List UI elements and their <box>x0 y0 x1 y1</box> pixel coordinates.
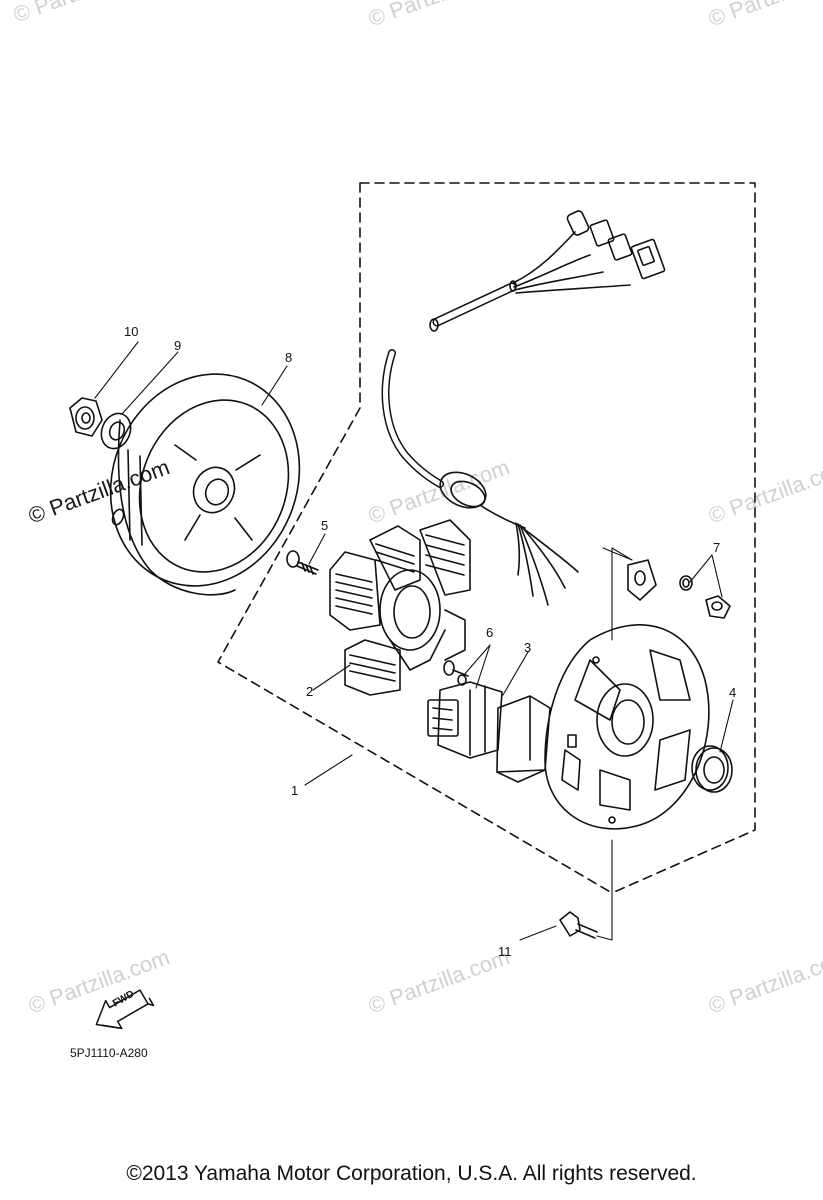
pickup-coil <box>427 681 503 759</box>
lighting-coil <box>496 695 551 783</box>
screw-11 <box>559 911 598 939</box>
rotor-flywheel <box>109 373 301 596</box>
callout-4: 4 <box>729 685 737 700</box>
callout-3: 3 <box>524 640 532 655</box>
callout-7: 7 <box>713 540 721 555</box>
stator-assembly <box>329 519 471 696</box>
oil-seal <box>691 745 733 793</box>
fwd-arrow-icon <box>95 989 155 1030</box>
diagram-code: 5PJ1110-A280 <box>70 1046 148 1060</box>
screw-5 <box>286 550 319 575</box>
screw-7 <box>705 595 731 619</box>
screw-6 <box>443 660 469 686</box>
callout-2: 2 <box>306 684 314 699</box>
nut <box>69 397 103 437</box>
leader-lines <box>94 341 734 941</box>
callout-6: 6 <box>486 625 494 640</box>
wire-harness <box>381 210 666 606</box>
stator-plate <box>544 624 710 830</box>
callout-11: 11 <box>498 944 512 959</box>
callout-9: 9 <box>174 338 182 353</box>
callout-5: 5 <box>321 518 329 533</box>
callout-10: 10 <box>124 324 139 339</box>
assembly-boundary <box>217 182 756 894</box>
clamp <box>627 559 693 601</box>
callout-1: 1 <box>291 783 299 798</box>
callout-8: 8 <box>285 350 293 365</box>
washer <box>100 412 132 450</box>
copyright-notice: ©2013 Yamaha Motor Corporation, U.S.A. A… <box>126 1162 697 1185</box>
